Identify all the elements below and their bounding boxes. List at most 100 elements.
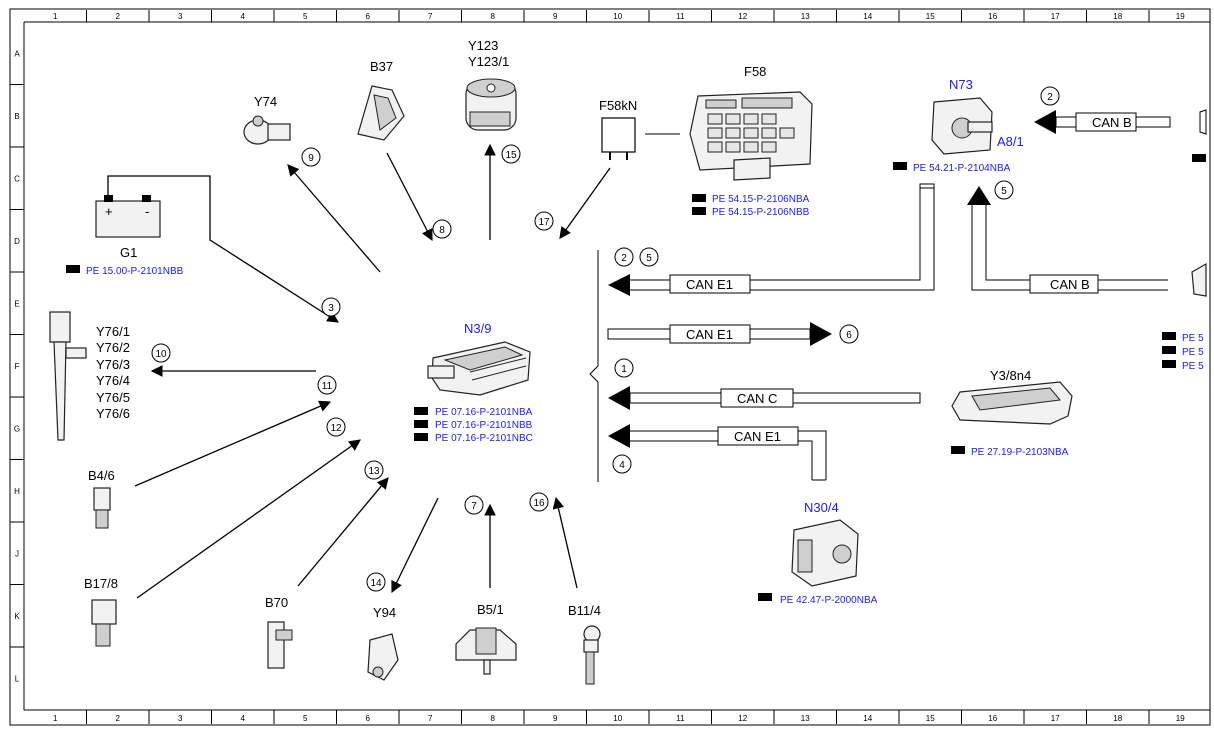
b70-sensor[interactable]	[267, 621, 293, 669]
ecu-ref-1[interactable]: PE 07.16-P-2101NBA	[435, 407, 533, 418]
arrow-14-in	[297, 477, 389, 587]
n30-4-label: N30/4	[804, 500, 839, 515]
y123-component[interactable]	[465, 78, 517, 131]
y74-label: Y74	[254, 94, 277, 109]
y3-8n4-ref[interactable]: PE 27.19-P-2103NBA	[971, 447, 1069, 458]
ecu-n3-9[interactable]	[427, 341, 531, 396]
b11-4-sensor[interactable]	[583, 625, 601, 685]
markers: 1 2 2 3 4 5 5 6 7 8 9 10 11 12 13 14 15 …	[151, 86, 1060, 592]
grid-col-6-bottom: 6	[366, 714, 371, 723]
f58-ref-icon-1	[692, 194, 706, 202]
y123-label: Y123	[468, 38, 498, 53]
svg-text:14: 14	[370, 578, 382, 589]
marker-11: 11	[317, 375, 337, 395]
grid-col-15-bottom: 15	[926, 714, 935, 723]
b17-8-sensor[interactable]	[91, 599, 117, 647]
grid-row-D: D	[14, 237, 20, 246]
n30-4-component[interactable]	[791, 519, 859, 587]
n73-ref[interactable]: PE 54.21-P-2104NBA	[913, 163, 1011, 174]
grid-col-2-bottom: 2	[116, 714, 121, 723]
marker-5: 5	[639, 247, 659, 267]
can-c-bus	[608, 386, 921, 410]
grid-row-L: L	[15, 674, 20, 683]
marker-16: 16	[529, 492, 549, 512]
n73-ignition[interactable]	[931, 97, 993, 155]
f58kn-label: F58kN	[599, 98, 637, 113]
arrow-8	[386, 152, 433, 242]
b4-6-label: B4/6	[88, 468, 115, 483]
right-ref-3[interactable]: PE 5	[1182, 361, 1204, 372]
battery-g1[interactable]	[95, 175, 339, 323]
right-ref-2[interactable]: PE 5	[1182, 347, 1204, 358]
grid-col-2-top: 2	[116, 12, 121, 21]
f58-fusebox[interactable]	[689, 91, 813, 181]
arrow-14	[391, 497, 439, 594]
grid-col-6-top: 6	[366, 12, 371, 21]
svg-text:5: 5	[646, 253, 652, 264]
ecu-ref-2[interactable]: PE 07.16-P-2101NBB	[435, 420, 533, 431]
g1-label: G1	[120, 245, 137, 260]
can-b-top-bus	[1034, 109, 1207, 135]
grid-col-3-bottom: 3	[178, 714, 183, 723]
ecu-ref-icons	[414, 407, 428, 441]
svg-text:13: 13	[368, 466, 380, 477]
f58-ref-2[interactable]: PE 54.15-P-2106NBB	[712, 207, 810, 218]
f58-label: F58	[744, 64, 766, 79]
grid-col-4-top: 4	[241, 12, 246, 21]
battery-minus: -	[145, 204, 149, 219]
grid-col-14-top: 14	[863, 12, 872, 21]
svg-text:3: 3	[328, 303, 334, 314]
f58-ref-1[interactable]: PE 54.15-P-2106NBA	[712, 194, 810, 205]
svg-text:11: 11	[322, 381, 333, 392]
grid-col-5-bottom: 5	[303, 714, 308, 723]
battery-plus: +	[105, 204, 113, 219]
arrow-17	[559, 167, 611, 239]
can-b-top-label: CAN B	[1092, 115, 1132, 130]
b37-component[interactable]	[357, 85, 405, 141]
y76-4-label: Y76/4	[96, 373, 130, 388]
grid-col-16-top: 16	[988, 12, 997, 21]
y3-8n4-component[interactable]	[951, 381, 1073, 425]
b4-6-sensor[interactable]	[93, 487, 111, 529]
grid-col-14-bottom: 14	[863, 714, 872, 723]
can-c-label: CAN C	[737, 391, 777, 406]
marker-6: 6	[839, 324, 859, 344]
g1-ref-icon	[66, 265, 80, 273]
f58-ref-icon-2	[692, 207, 706, 215]
y74-component[interactable]	[243, 115, 291, 145]
marker-2: 2	[614, 247, 634, 267]
svg-text:8: 8	[439, 225, 445, 236]
g1-ref[interactable]: PE 15.00-P-2101NBB	[86, 266, 184, 277]
grid-row-C: C	[14, 174, 20, 183]
y76-5-label: Y76/5	[96, 390, 130, 405]
b11-4-label: B11/4	[568, 603, 601, 618]
grid-col-8-bottom: 8	[491, 714, 496, 723]
right-ref-1[interactable]: PE 5	[1182, 333, 1204, 344]
grid-col-4-bottom: 4	[241, 714, 246, 723]
grid-col-19-top: 19	[1176, 12, 1185, 21]
svg-text:7: 7	[471, 501, 477, 512]
svg-text:6: 6	[846, 330, 852, 341]
grid-column-labels: 1122334455667788991010111112121313141415…	[53, 10, 1185, 724]
grid-row-H: H	[14, 487, 20, 496]
marker-3: 3	[321, 297, 341, 317]
n30-4-ref[interactable]: PE 42.47-P-2000NBA	[780, 595, 878, 606]
y94-valve[interactable]	[367, 633, 399, 681]
grid-col-7-bottom: 7	[428, 714, 433, 723]
y76-injector[interactable]	[49, 311, 87, 441]
svg-text:12: 12	[330, 423, 342, 434]
b17-8-label: B17/8	[84, 576, 118, 591]
grid-col-12-top: 12	[738, 12, 747, 21]
marker-2b: 2	[1040, 86, 1060, 106]
y76-3-label: Y76/3	[96, 357, 130, 372]
b5-1-sensor[interactable]	[455, 627, 517, 675]
f58kn-relay[interactable]	[601, 117, 680, 160]
marker-14: 14	[366, 572, 386, 592]
n73-ref-icon	[893, 162, 907, 170]
grid-col-12-bottom: 12	[738, 714, 747, 723]
marker-7: 7	[464, 495, 484, 515]
ecu-ref-3[interactable]: PE 07.16-P-2101NBC	[435, 433, 533, 444]
marker-4: 4	[612, 454, 632, 474]
y3-8n4-label: Y3/8n4	[990, 368, 1031, 383]
grid-row-B: B	[14, 112, 19, 121]
